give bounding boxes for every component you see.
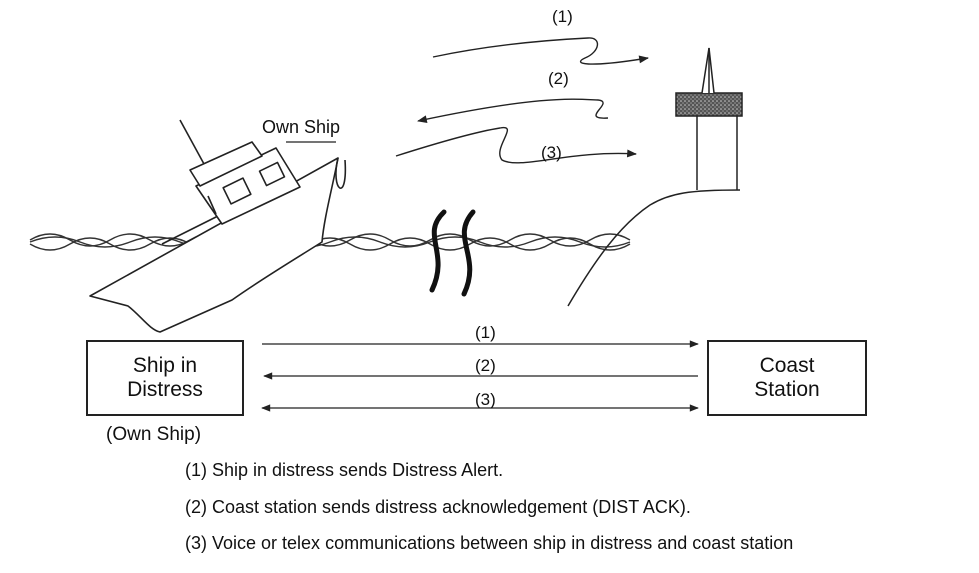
radio-signals [395,37,649,164]
signal-3-label: (3) [541,143,562,162]
signal-2-wave [417,98,609,123]
sea-waves [29,233,631,251]
ship-box-line1: Ship in [132,354,198,377]
signal-2-label: (2) [548,69,569,88]
signal-3-wave [395,126,637,164]
own-ship-label: Own Ship [262,117,340,137]
legend-item-2: (2) Coast station sends distress acknowl… [185,497,691,517]
ship-in-distress-box: Ship in Distress [86,340,244,416]
signal-disruption-marks [429,209,476,297]
legend-item-1: (1) Ship in distress sends Distress Aler… [185,460,504,480]
link-3-label: (3) [475,390,496,409]
link-arrows [261,340,699,412]
link-2-label: (2) [475,356,496,375]
coast-illustration [567,47,743,307]
signal-1-label: (1) [552,7,573,26]
legend-item-3: (3) Voice or telex communications betwee… [185,533,794,553]
own-ship-subtitle: (Own Ship) [106,424,202,445]
ship-illustration [89,119,347,333]
ship-box-line2: Distress [127,378,203,401]
coast-station-box: Coast Station [707,340,867,416]
coast-box-line2: Station [754,378,820,401]
coast-box-line1: Coast [759,354,815,377]
link-1-label: (1) [475,323,496,342]
signal-1-wave [432,37,649,65]
